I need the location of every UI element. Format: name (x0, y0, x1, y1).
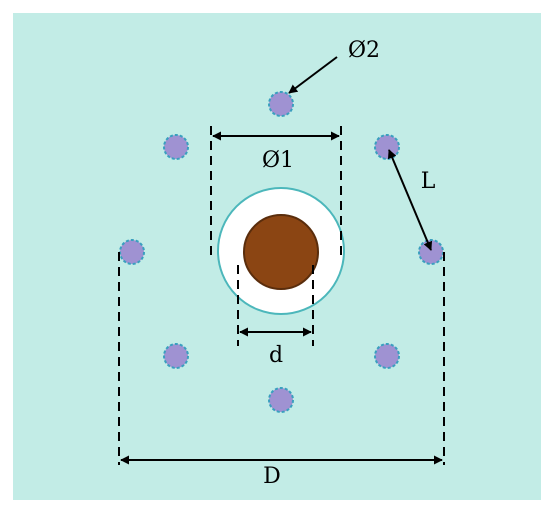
outer-hole-top (268, 91, 294, 117)
outer-hole-left (119, 239, 145, 265)
outer-hole-top-right (374, 134, 400, 160)
hole-spacing-label: L (421, 169, 436, 194)
core-circle (243, 214, 319, 290)
dimension-lines (118, 56, 445, 465)
outer-hole-diameter-label: Ø2 (348, 38, 380, 63)
outer-holes (119, 91, 444, 413)
pattern-diameter-label: D (263, 464, 281, 489)
hole-spacing-dimension (387, 149, 433, 251)
outer-hole-top-left (163, 134, 189, 160)
inner-diameter-label: Ø1 (262, 148, 294, 173)
outer-hole-bottom (268, 387, 294, 413)
outer-hole-bottom-left (163, 343, 189, 369)
outer-hole-diameter-leader (288, 56, 338, 94)
outer-hole-bottom-right (374, 343, 400, 369)
core-diameter-label: d (269, 343, 283, 368)
outer-hole-right (418, 239, 444, 265)
